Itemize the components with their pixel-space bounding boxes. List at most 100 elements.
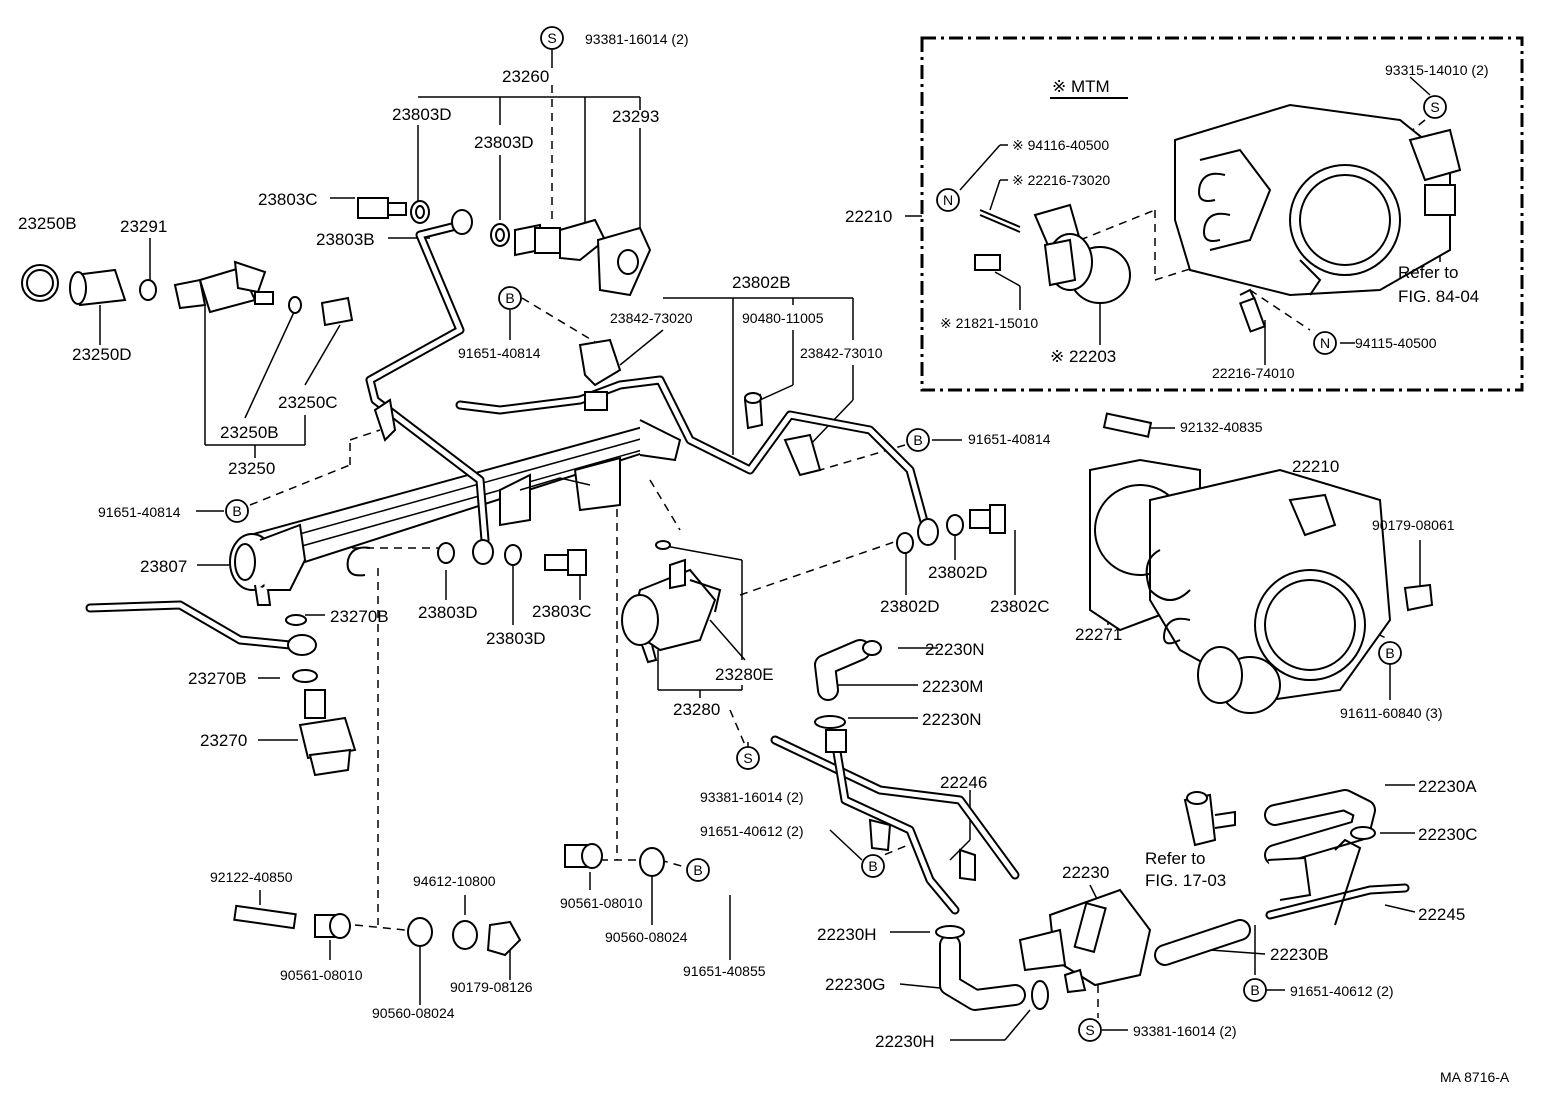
label-90561-08010-a: 90561-08010 — [280, 967, 363, 983]
label-23802b: 23802B — [732, 273, 791, 292]
label-23803c-top: 23803C — [258, 190, 318, 209]
svg-text:S: S — [1430, 99, 1439, 115]
label-92132-40835: 92132-40835 — [1180, 419, 1263, 435]
svg-text:B: B — [1250, 982, 1259, 998]
label-23842-73010: 23842-73010 — [800, 345, 883, 361]
label-91611-60840: 91611-60840 (3) — [1340, 705, 1442, 721]
throttle-body-mtm — [974, 103, 1462, 333]
svg-text:B: B — [505, 290, 514, 306]
label-22203: ※ 22203 — [1050, 347, 1116, 366]
label-22230h-a: 22230H — [817, 925, 877, 944]
label-23250b-mid: 23250B — [220, 423, 279, 442]
label-94612-10800: 94612-10800 — [413, 873, 496, 889]
throttle-body-main — [1089, 412, 1434, 714]
fuel-delivery-pipe — [229, 419, 682, 606]
svg-text:N: N — [1320, 335, 1330, 351]
mtm-title: ※ MTM — [1052, 77, 1110, 96]
label-22230n-a: 22230N — [925, 640, 985, 659]
label-22230n-b: 22230N — [922, 710, 982, 729]
label-22230m: 22230M — [922, 677, 983, 696]
label-22230b: 22230B — [1270, 945, 1329, 964]
label-22216-74010: 22216-74010 — [1212, 365, 1295, 381]
svg-text:B: B — [232, 503, 241, 519]
label-23802c: 23802C — [990, 597, 1050, 616]
label-94115-40500: 94115-40500 — [1355, 335, 1437, 351]
label-23280: 23280 — [673, 700, 720, 719]
label-90560-08024-a: 90560-08024 — [372, 1005, 455, 1021]
label-94116-40500: ※ 94116-40500 — [1012, 137, 1109, 153]
label-22230h-b: 22230H — [875, 1032, 935, 1051]
pulsation-damper-group — [357, 197, 652, 297]
label-92122-40850: 92122-40850 — [210, 869, 293, 885]
mtm-box — [920, 36, 1524, 392]
label-23270: 23270 — [200, 731, 247, 750]
water-bypass-system — [770, 639, 1410, 1011]
label-22271: 22271 — [1075, 625, 1122, 644]
label-22230: 22230 — [1062, 863, 1109, 882]
label-90480-11005: 90480-11005 — [742, 310, 824, 326]
label-23803d-c: 23803D — [418, 603, 478, 622]
label-23807: 23807 — [140, 557, 187, 576]
label-91651-40612-right: 91651-40612 (2) — [1290, 983, 1394, 999]
label-23270b-b: 23270B — [188, 669, 247, 688]
label-22230g: 22230G — [825, 975, 886, 994]
leader-lines — [99, 48, 1441, 1041]
label-23250c: 23250C — [278, 393, 338, 412]
label-23803d-b: 23803D — [474, 133, 534, 152]
label-93315-14010: 93315-14010 (2) — [1385, 62, 1489, 78]
label-23250: 23250 — [228, 459, 275, 478]
label-90560-08024-b: 90560-08024 — [605, 929, 688, 945]
injector-group — [21, 260, 354, 327]
label-93381-16014-bot: 93381-16014 (2) — [1133, 1023, 1237, 1039]
label-91651-40855: 91651-40855 — [683, 963, 766, 979]
label-91651-40814-right: 91651-40814 — [968, 431, 1051, 447]
small-parts-mid — [437, 504, 1006, 576]
label-90561-08010-b: 90561-08010 — [560, 895, 643, 911]
label-fig-84-04: FIG. 84-04 — [1398, 287, 1479, 306]
label-91651-40612-left: 91651-40612 (2) — [700, 823, 804, 839]
label-22210-main: 22210 — [1292, 457, 1339, 476]
label-22230a: 22230A — [1418, 777, 1477, 796]
label-91651-40814-top: 91651-40814 — [458, 345, 541, 361]
svg-text:B: B — [693, 862, 702, 878]
label-23270b-a: 23270B — [330, 607, 389, 626]
svg-text:B: B — [868, 858, 877, 874]
label-22246: 22246 — [940, 773, 987, 792]
label-22210-box: 22210 — [845, 207, 892, 226]
label-91651-40814-left: 91651-40814 — [98, 504, 181, 520]
circle-symbols: S B B B S N N S B B B B S — [225, 26, 1447, 1042]
pressure-regulator — [621, 540, 722, 664]
label-refer-to-84: Refer to — [1398, 263, 1458, 282]
label-23802d-a: 23802D — [880, 597, 940, 616]
label-90179-08061: 90179-08061 — [1372, 517, 1455, 533]
fuel-return-pipe — [455, 338, 939, 546]
label-22245: 22245 — [1418, 905, 1465, 924]
svg-text:B: B — [913, 432, 922, 448]
label-23803d-a: 23803D — [392, 105, 452, 124]
label-22216-73020: ※ 22216-73020 — [1012, 172, 1110, 188]
drawing-code: MA 8716-A — [1440, 1069, 1510, 1085]
fuel-pipe-23803b — [365, 209, 494, 565]
label-23250d: 23250D — [72, 345, 132, 364]
label-23280e: 23280E — [715, 665, 774, 684]
label-23293: 23293 — [612, 107, 659, 126]
label-23291: 23291 — [120, 217, 167, 236]
part-labels: 93381-16014 (2) 23260 23803D 23803D 2329… — [18, 31, 1510, 1085]
label-23803d-d: 23803D — [486, 629, 546, 648]
label-23250b-left: 23250B — [18, 214, 77, 233]
svg-text:N: N — [943, 192, 953, 208]
label-90179-08126: 90179-08126 — [450, 979, 533, 995]
svg-text:B: B — [1385, 645, 1394, 661]
label-23803c-mid: 23803C — [532, 602, 592, 621]
label-23842-73020: 23842-73020 — [610, 310, 693, 326]
svg-text:S: S — [1085, 1022, 1094, 1038]
label-22230c: 22230C — [1418, 825, 1478, 844]
label-23260: 23260 — [502, 67, 549, 86]
small-parts-lower — [233, 843, 665, 957]
svg-text:S: S — [743, 750, 752, 766]
fuel-hose-23270 — [85, 600, 357, 777]
label-fig-17-03: FIG. 17-03 — [1145, 871, 1226, 890]
label-23802d-b: 23802D — [928, 563, 988, 582]
